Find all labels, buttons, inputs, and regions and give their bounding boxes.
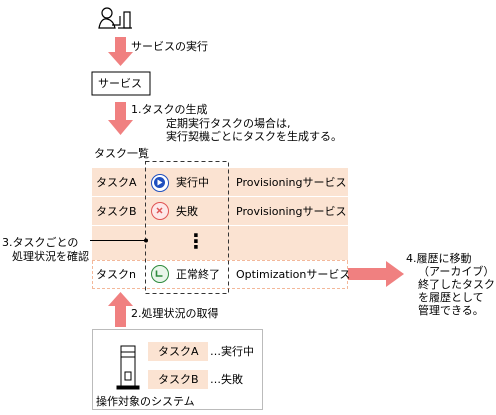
user-icon bbox=[98, 7, 132, 29]
step3-label-line2: 処理状況を確認 bbox=[12, 250, 89, 263]
step4-line: を履歴として bbox=[418, 291, 484, 304]
task-row-name: タスクB bbox=[96, 205, 137, 218]
step4-line: 終了したタスク bbox=[418, 278, 495, 291]
task-list-title: タスク一覧 bbox=[94, 147, 149, 160]
task-row-name: タスクn bbox=[96, 268, 136, 281]
check-icon bbox=[151, 265, 169, 283]
cross-icon bbox=[151, 202, 169, 220]
task-row-service: Provisioningサービス bbox=[236, 205, 347, 218]
system-task-status: …失敗 bbox=[210, 373, 243, 386]
system-task-name: タスクB bbox=[158, 373, 199, 386]
task-table-bg bbox=[92, 168, 348, 289]
step1-label: 1.タスクの生成 bbox=[131, 103, 208, 116]
step4-line: 管理できる。 bbox=[418, 304, 484, 317]
system-task-chip-bg bbox=[148, 342, 208, 361]
step4-line: （アーカイブ） bbox=[418, 265, 495, 278]
step4-line: 4.履歴に移動 bbox=[406, 252, 472, 265]
step1-note-line1: 定期実行タスクの場合は, bbox=[166, 117, 291, 130]
system-task-status: …実行中 bbox=[210, 345, 254, 358]
step1-note-line2: 実行契機ごとにタスクを生成する。 bbox=[166, 130, 342, 143]
task-row-status: 正常終了 bbox=[176, 268, 220, 281]
step4-label: 4.履歴に移動 （アーカイブ） 終了したタスク を履歴として 管理できる。 bbox=[406, 252, 495, 317]
system-box-frame bbox=[92, 329, 263, 410]
status-column-highlight bbox=[145, 161, 229, 294]
step-execute-label: サービスの実行 bbox=[131, 40, 208, 53]
service-box-frame bbox=[91, 71, 151, 96]
task-row-service: Provisioningサービス bbox=[236, 176, 347, 189]
step3-label-line1: 3.タスクごとの bbox=[2, 236, 79, 249]
arrow-down-execute bbox=[108, 37, 133, 66]
vertical-ellipsis: ⋮ bbox=[186, 229, 206, 253]
system-task-chip-bg bbox=[148, 370, 208, 389]
service-box-label: サービス bbox=[98, 77, 142, 90]
arrow-up-acquire bbox=[108, 292, 133, 327]
step2-label: 2.処理状況の取得 bbox=[131, 307, 219, 320]
play-icon bbox=[151, 174, 169, 192]
task-row-status: 実行中 bbox=[176, 176, 209, 189]
task-row-status: 失敗 bbox=[176, 205, 198, 218]
arrow-down-generate bbox=[108, 102, 133, 135]
task-row-service: Optimizationサービス bbox=[236, 268, 351, 281]
task-row-name: タスクA bbox=[96, 176, 137, 189]
arrow-right-archive bbox=[348, 261, 404, 287]
system-label: 操作対象のシステム bbox=[96, 395, 195, 408]
step3-pointer bbox=[90, 238, 148, 243]
system-task-name: タスクA bbox=[158, 345, 199, 358]
server-icon bbox=[116, 345, 140, 390]
